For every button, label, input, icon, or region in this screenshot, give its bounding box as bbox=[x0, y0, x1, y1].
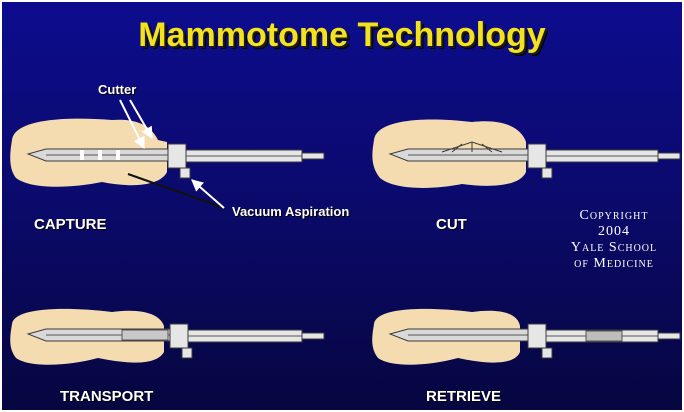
cut-label: CUT bbox=[436, 216, 467, 233]
copyright-notice: Copyright 2004 Yale School of Medicine bbox=[550, 208, 678, 272]
cut-diagram bbox=[372, 119, 680, 187]
retrieve-diagram bbox=[372, 309, 680, 365]
transport-label: TRANSPORT bbox=[60, 388, 153, 405]
capture-diagram bbox=[10, 100, 324, 208]
copyright-line-4: of Medicine bbox=[550, 256, 678, 272]
copyright-line-2: 2004 bbox=[550, 224, 678, 240]
copyright-line-3: Yale School bbox=[550, 240, 678, 256]
capture-label: CAPTURE bbox=[34, 216, 107, 233]
copyright-line-1: Copyright bbox=[550, 208, 678, 224]
transport-diagram bbox=[10, 309, 324, 365]
cutter-label: Cutter bbox=[98, 82, 136, 97]
retrieve-label: RETRIEVE bbox=[426, 388, 501, 405]
vacuum-aspiration-label: Vacuum Aspiration bbox=[232, 204, 349, 219]
